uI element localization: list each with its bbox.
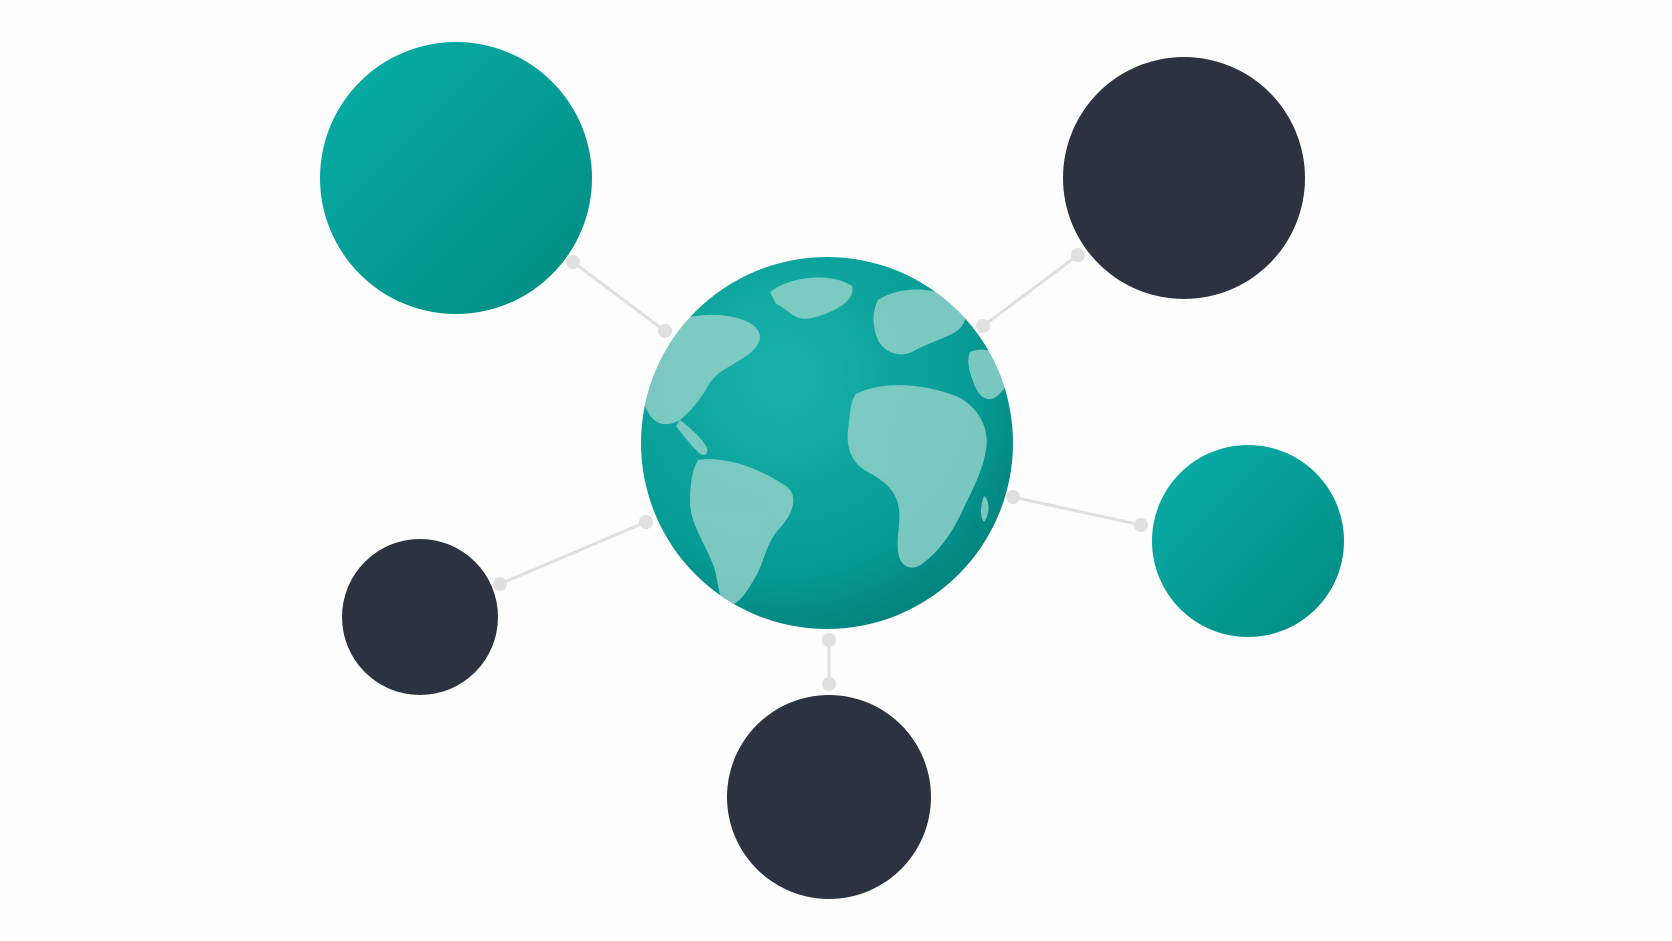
node-bottom — [727, 695, 931, 899]
node-left — [342, 539, 498, 695]
connector-top-right — [976, 248, 1085, 333]
connectors — [493, 248, 1148, 691]
node-right — [1152, 445, 1344, 637]
connector-top-left — [566, 255, 672, 338]
node-top-right — [1063, 57, 1305, 299]
globe-icon — [641, 257, 1013, 629]
connector-left — [493, 515, 653, 591]
connector-bottom — [822, 633, 836, 691]
node-top-left — [320, 42, 592, 314]
connector-right — [1006, 490, 1148, 532]
